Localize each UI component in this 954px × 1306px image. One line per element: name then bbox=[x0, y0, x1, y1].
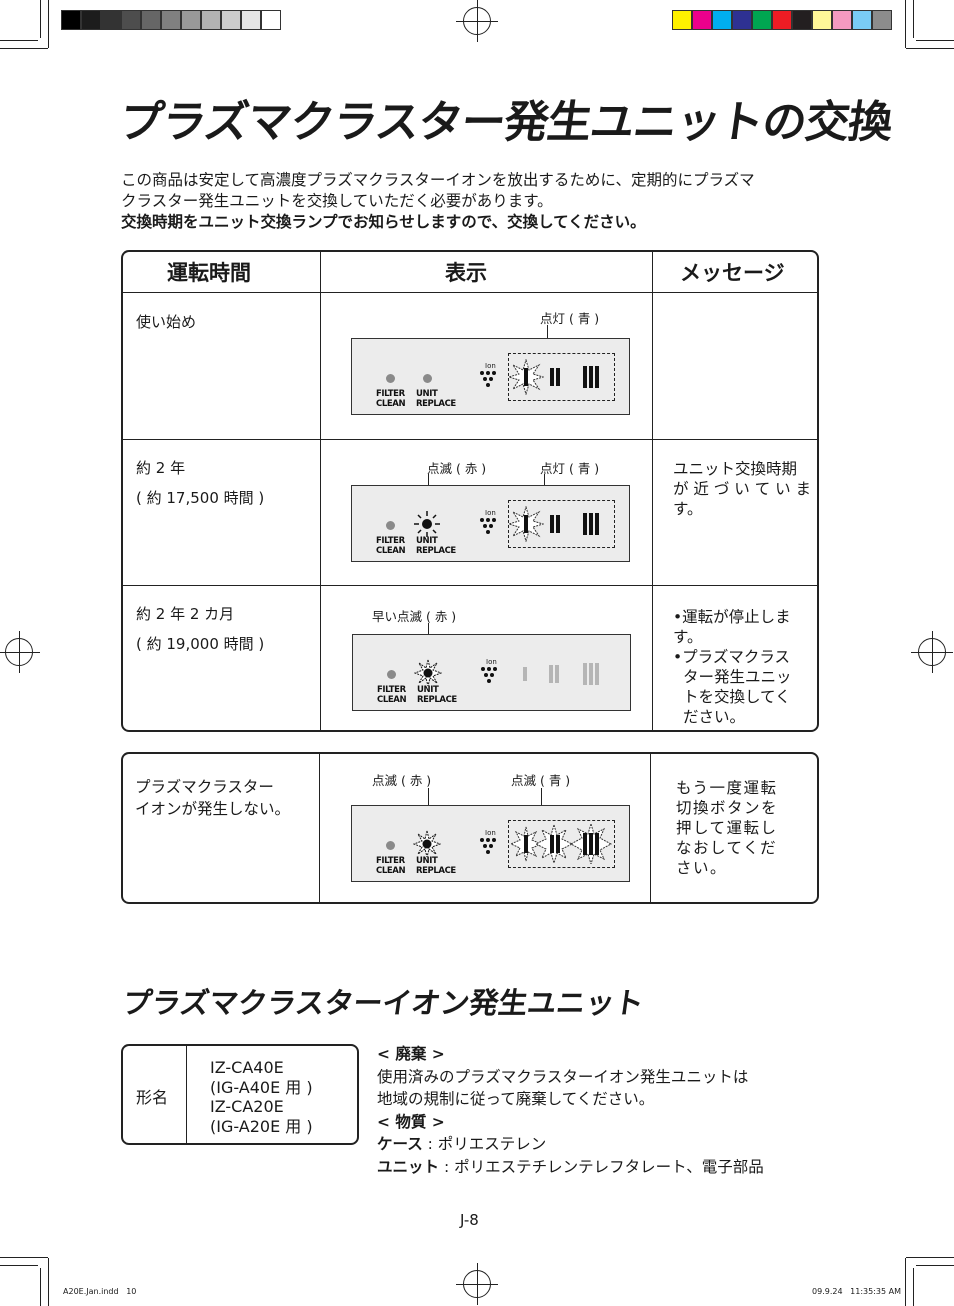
blink-red-icon bbox=[413, 830, 441, 858]
color-swatch bbox=[241, 10, 261, 30]
color-swatch bbox=[772, 10, 792, 30]
color-swatch bbox=[221, 10, 241, 30]
row3-message: •運転が停止します。 •プラズマクラス ター発生ユニッ トを交換してく ださい。 bbox=[673, 608, 792, 726]
color-swatch bbox=[261, 10, 281, 30]
model-box: 形名 IZ-CA40E (IG-A40E 用 ) IZ-CA20E (IG-A2… bbox=[121, 1044, 359, 1145]
registration-mark-top bbox=[456, 0, 498, 42]
model-values: IZ-CA40E (IG-A40E 用 ) IZ-CA20E (IG-A20E … bbox=[210, 1058, 313, 1136]
model-label: 形名 bbox=[136, 1088, 169, 1107]
color-swatch bbox=[121, 10, 141, 30]
disposal-info: < 廃棄 > 使用済みのプラズマクラスターイオン発生ユニットは 地域の規制に従っ… bbox=[377, 1045, 764, 1176]
color-swatch bbox=[181, 10, 201, 30]
color-swatch bbox=[872, 10, 892, 30]
no-ion-label-red: 点滅 ( 赤 ) bbox=[372, 773, 432, 788]
row3-time: 約 2 年 2 カ月 ( 約 19,000 時間 ) bbox=[136, 605, 265, 653]
color-swatch bbox=[141, 10, 161, 30]
color-swatch bbox=[101, 10, 121, 30]
color-swatch bbox=[201, 10, 221, 30]
row1-label-blue: 点灯 ( 青 ) bbox=[540, 311, 600, 326]
header-message: メッセージ bbox=[680, 261, 785, 285]
page-number: J-8 bbox=[460, 1211, 479, 1229]
row2-time: 約 2 年 ( 約 17,500 時間 ) bbox=[136, 459, 265, 507]
color-swatch bbox=[61, 10, 81, 30]
color-swatch bbox=[792, 10, 812, 30]
footer-timestamp: 09.9.24 11:35:35 AM bbox=[812, 1287, 902, 1296]
row3-label-fast-red: 早い点滅 ( 赤 ) bbox=[372, 609, 457, 624]
row2-message: ユニット交換時期 が 近 づ い て い ま す。 bbox=[673, 460, 812, 518]
no-ion-time: プラズマクラスター イオンが発生しない。 bbox=[135, 778, 291, 818]
color-swatch bbox=[692, 10, 712, 30]
intro-line-2: クラスター発生ユニットを交換していただく必要があります。 bbox=[121, 192, 553, 210]
intro-line-3: 交換時期をユニット交換ランプでお知らせしますので、交換してください。 bbox=[121, 213, 646, 231]
color-swatch bbox=[752, 10, 772, 30]
blink-red-icon bbox=[414, 511, 440, 537]
color-swatch bbox=[81, 10, 101, 30]
intro-text: この商品は安定して高濃度プラズマクラスターイオンを放出するために、定期的にプラズ… bbox=[121, 170, 841, 233]
registration-mark-left bbox=[0, 631, 40, 673]
row2-label-red: 点滅 ( 赤 ) bbox=[427, 461, 487, 476]
no-ion-table: プラズマクラスター イオンが発生しない。 点滅 ( 赤 ) 点滅 ( 青 ) F… bbox=[121, 752, 819, 904]
intro-line-1: この商品は安定して高濃度プラズマクラスターイオンを放出するために、定期的にプラズ… bbox=[121, 171, 755, 189]
color-swatch bbox=[832, 10, 852, 30]
color-swatch bbox=[812, 10, 832, 30]
color-swatch bbox=[672, 10, 692, 30]
header-display: 表示 bbox=[445, 261, 487, 285]
row2-label-blue: 点灯 ( 青 ) bbox=[540, 461, 600, 476]
page-title: プラズマクラスター発生ユニットの交換 bbox=[115, 97, 896, 148]
color-swatch bbox=[852, 10, 872, 30]
registration-mark-right bbox=[911, 631, 953, 673]
fast-blink-red-icon bbox=[414, 659, 442, 687]
header-time: 運転時間 bbox=[167, 261, 251, 285]
registration-mark-bottom bbox=[456, 1263, 498, 1305]
no-ion-message: もう一度運転 切換ボタンを 押して運転し なおしてくだ さい。 bbox=[676, 779, 779, 877]
color-swatch bbox=[712, 10, 732, 30]
color-swatch bbox=[732, 10, 752, 30]
color-swatch bbox=[161, 10, 181, 30]
section-title: プラズマクラスターイオン発生ユニット bbox=[120, 986, 646, 1020]
row1-time: 使い始め bbox=[136, 313, 197, 331]
footer-file-info: A20E.Jan.indd 10 bbox=[63, 1287, 137, 1296]
no-ion-label-blue: 点滅 ( 青 ) bbox=[511, 773, 571, 788]
